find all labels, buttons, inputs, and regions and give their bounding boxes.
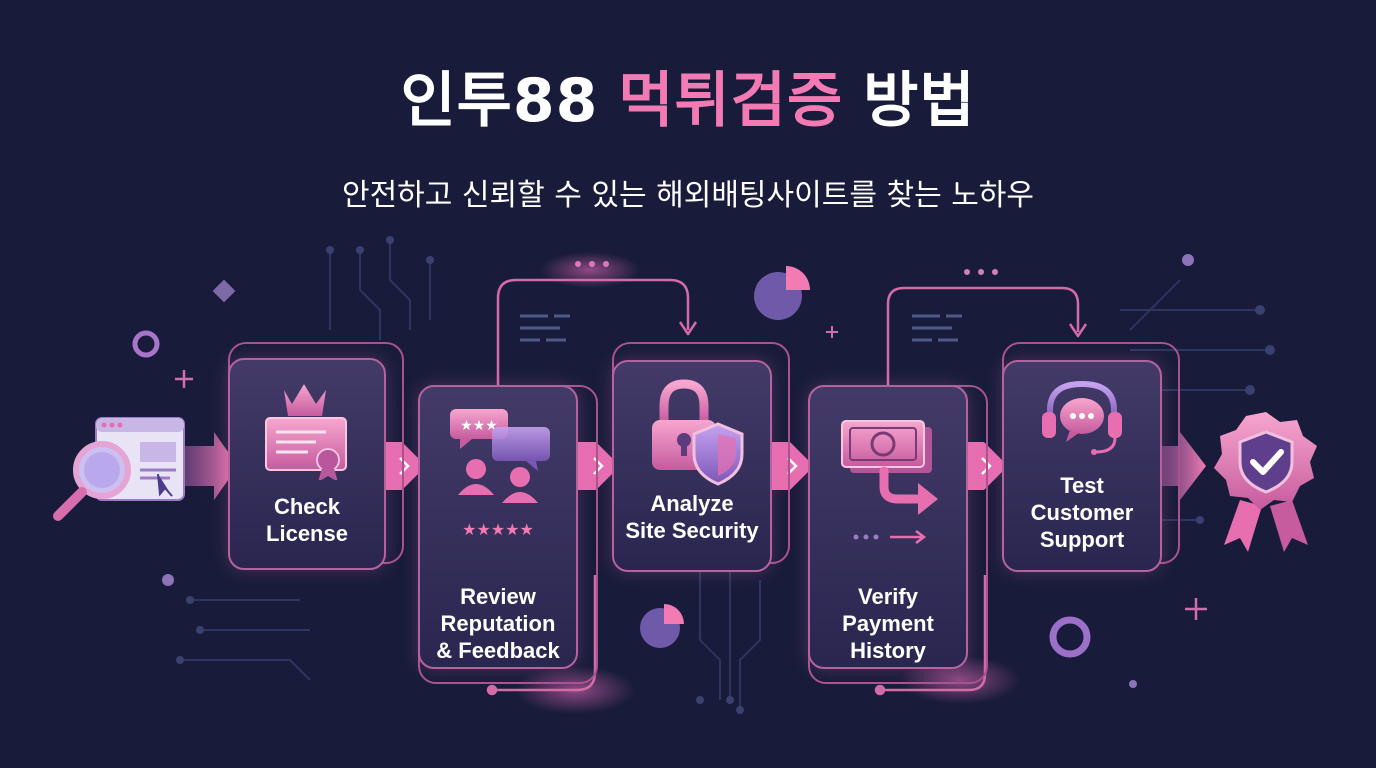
code-lines-icon bbox=[520, 314, 962, 342]
pie-chart-icon bbox=[640, 604, 684, 648]
page-subtitle: 안전하고 신뢰할 수 있는 해외배팅사이트를 찾는 노하우 bbox=[341, 178, 1035, 213]
step-label-line: History bbox=[850, 638, 926, 663]
plus-icon bbox=[175, 370, 193, 388]
step-label-review-reputation: Review Reputation & Feedback bbox=[420, 583, 576, 664]
step-card-verify-payment: Verify Payment History bbox=[808, 385, 968, 669]
circuit-dots bbox=[176, 236, 1275, 714]
headset-support-icon bbox=[1042, 380, 1122, 455]
flow-arrow bbox=[183, 432, 238, 500]
step-label-line: Review bbox=[460, 584, 536, 609]
verified-badge-icon bbox=[1214, 412, 1317, 552]
dot-icon bbox=[162, 574, 174, 586]
step-label-customer-support: Test Customer Support bbox=[1004, 472, 1160, 553]
step-card-customer-support: Test Customer Support bbox=[1002, 360, 1162, 572]
step-card-analyze-security: Analyze Site Security bbox=[612, 360, 772, 572]
step-card-review-reputation: ★★★ ★★★★★ Review Reputation & Feedback bbox=[418, 385, 578, 669]
step-label-verify-payment: Verify Payment History bbox=[810, 583, 966, 664]
step-label-line: Analyze bbox=[650, 491, 734, 516]
step-label-line: Verify bbox=[858, 584, 918, 609]
ring-icon bbox=[1049, 616, 1091, 658]
chevron-arrow bbox=[772, 442, 814, 490]
step-label-line: & Feedback bbox=[436, 638, 560, 663]
certificate-crown-icon bbox=[265, 384, 347, 480]
dot-icon bbox=[1182, 254, 1194, 266]
step-label-line: Check bbox=[273, 494, 341, 519]
reviews-users-icon: ★★★ ★★★★★ bbox=[450, 409, 550, 539]
title-part-brand: 인투88 bbox=[400, 66, 599, 136]
flow-arrow bbox=[1160, 432, 1206, 500]
browser-search-icon bbox=[53, 417, 185, 521]
step-label-line: Support bbox=[1039, 527, 1125, 552]
step-label-line: Payment bbox=[842, 611, 934, 636]
plus-icon bbox=[1185, 598, 1207, 620]
step-label-analyze-security: Analyze Site Security bbox=[614, 490, 770, 544]
step-card-check-license: Check License bbox=[228, 358, 386, 570]
lock-shield-icon bbox=[652, 379, 744, 486]
diamond-icon bbox=[212, 279, 236, 303]
title-part-accent: 먹튀검증 bbox=[618, 66, 844, 136]
step-label-line: Site Security bbox=[625, 518, 759, 543]
dot-icon bbox=[1129, 680, 1137, 688]
step-label-line: Test bbox=[1060, 473, 1104, 498]
step-label-line: Customer bbox=[1030, 500, 1134, 525]
svg-text:★★★★★: ★★★★★ bbox=[462, 520, 534, 539]
money-transfer-icon bbox=[841, 420, 938, 544]
title-part-end: 방법 bbox=[863, 66, 976, 136]
step-label-line: Reputation bbox=[440, 611, 556, 636]
page-title: 인투88 먹튀검증 방법 bbox=[0, 52, 1376, 139]
pie-chart-icon bbox=[754, 266, 810, 320]
step-label-check-license: Check License bbox=[230, 493, 384, 547]
step-label-line: License bbox=[266, 521, 348, 546]
plus-icon bbox=[826, 326, 838, 338]
ring-icon bbox=[132, 330, 160, 358]
svg-text:★★★: ★★★ bbox=[460, 418, 498, 434]
